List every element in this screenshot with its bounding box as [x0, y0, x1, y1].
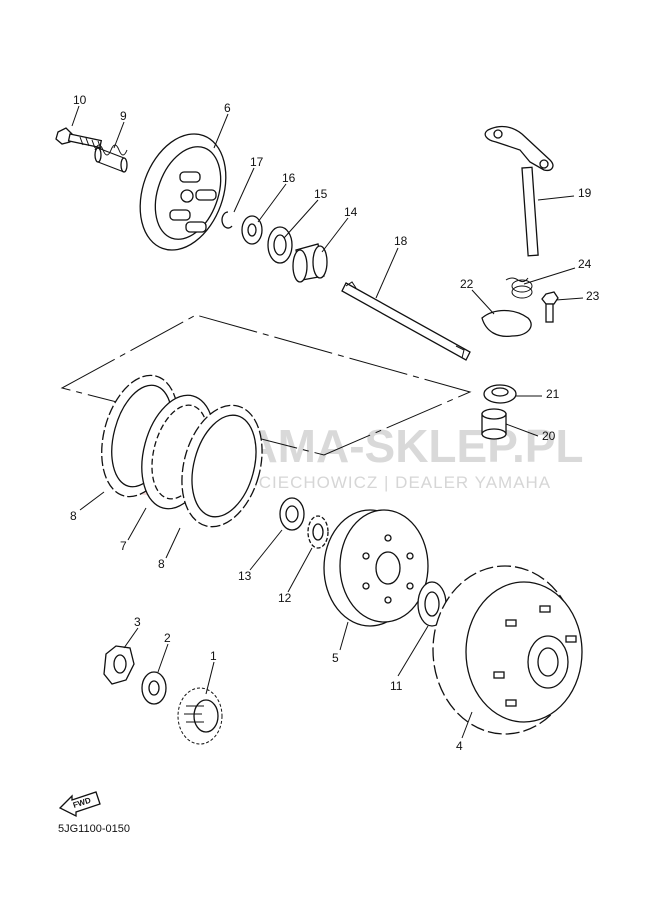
part-18-push-rod	[341, 281, 471, 361]
part-20-bearing	[481, 408, 507, 440]
watermark-tagline: WOJCIECHOWICZ | DEALER YAMAHA	[218, 473, 551, 492]
callout-6: 6	[224, 101, 231, 115]
callout-2: 2	[164, 631, 171, 645]
callout-23: 23	[586, 289, 600, 303]
callout-21: 21	[546, 387, 560, 401]
callout-9: 9	[120, 109, 127, 123]
callout-19: 19	[578, 186, 592, 200]
part-1-gear	[177, 687, 223, 745]
callout-18: 18	[394, 234, 408, 248]
callout-22: 22	[460, 277, 474, 291]
callout-24: 24	[578, 257, 592, 271]
part-12-lock-washer	[307, 515, 329, 549]
callout-labels: 10 9 6 17 16 15 14 18 19 24 23 22 21 20 …	[70, 93, 600, 753]
part-3-nut	[103, 645, 135, 685]
part-5-clutch-boss	[323, 509, 429, 627]
callout-3: 3	[134, 615, 141, 629]
watermark: YAMA-SKLEP.PL WOJCIECHOWICZ | DEALER YAM…	[105, 409, 584, 495]
part-10-bolt	[55, 127, 103, 150]
callout-8-right: 8	[158, 557, 165, 571]
callout-11: 11	[390, 679, 403, 693]
part-2-washer	[141, 671, 167, 705]
watermark-brand: YAMA-SKLEP.PL	[218, 420, 584, 472]
callout-17: 17	[250, 155, 264, 169]
part-8-friction-plate-right	[181, 404, 263, 528]
leader-lines	[71, 105, 584, 739]
part-9-spring	[94, 144, 128, 173]
part-22-plate	[481, 309, 532, 338]
part-23-bolt	[541, 291, 559, 323]
part-14-push-piece	[292, 243, 328, 283]
part-21-oil-seal	[483, 384, 517, 404]
callout-7: 7	[120, 539, 127, 553]
plate-group-outline	[60, 314, 472, 456]
part-17-circlip	[221, 211, 233, 229]
callout-10: 10	[73, 93, 87, 107]
part-19-push-lever-shaft	[484, 125, 554, 257]
part-16-washer	[241, 215, 263, 245]
part-6-pressure-plate	[139, 133, 227, 251]
callout-5: 5	[332, 651, 339, 665]
callout-15: 15	[314, 187, 328, 201]
part-13-nut	[279, 497, 305, 531]
callout-8-left: 8	[70, 509, 77, 523]
callout-1: 1	[210, 649, 217, 663]
part-24-spring	[505, 277, 533, 299]
part-4-clutch-housing	[432, 565, 583, 735]
callout-16: 16	[282, 171, 296, 185]
diagram-code: 5JG1100-0150	[58, 823, 130, 835]
callout-4: 4	[456, 739, 463, 753]
fwd-arrow: FWD	[58, 791, 101, 818]
callout-20: 20	[542, 429, 556, 443]
callout-14: 14	[344, 205, 358, 219]
callout-13: 13	[238, 569, 252, 583]
callout-12: 12	[278, 591, 292, 605]
